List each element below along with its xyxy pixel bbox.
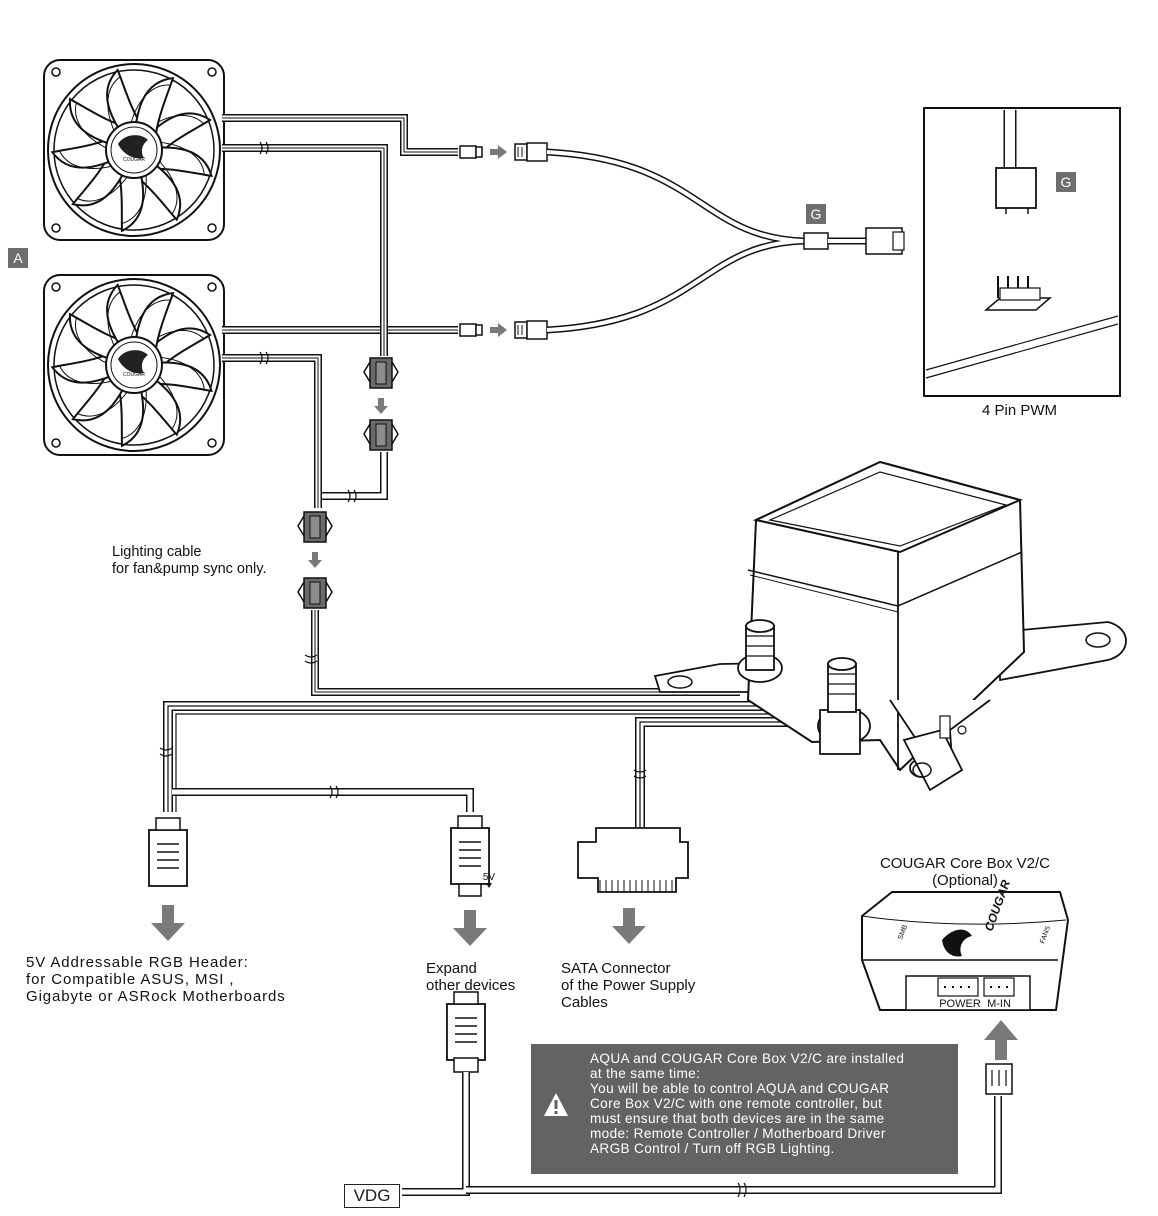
fan-connector [459,145,483,159]
lighting-connector [363,419,399,451]
rgb-header-label: 5V Addressable RGB Header: for Compatibl… [26,954,286,1005]
pwm-caption: 4 Pin PWM [982,402,1058,419]
lighting-connector [297,511,333,543]
expand-label: Expand other devices [426,960,516,994]
sata-label: SATA Connector of the Power Supply Cable… [561,960,696,1011]
pwm-inset-frame [923,107,1121,397]
arrow-down-icon [151,905,185,941]
arrow-down-icon [453,910,487,946]
lighting-connector [297,577,333,609]
port-power-label: POWER [939,998,981,1010]
arrow-right-icon [490,323,507,337]
splitter-tag: G [806,204,826,224]
notice-box: AQUA and COUGAR Core Box V2/C are instal… [531,1044,958,1174]
port-min-label: M-IN [987,998,1011,1010]
argb-extension-plug [446,991,486,1061]
arrow-up-icon [984,1020,1018,1060]
arrow-down-icon [612,908,646,944]
splitter-connector [514,142,548,162]
arrow-down-icon [374,398,388,414]
fan-icon [44,60,224,240]
inset-tag: G [1056,172,1076,192]
warning-icon [544,1093,568,1116]
core-box: POWER M-IN COUGAR SMB FANS [861,878,1070,1011]
pump-block [653,460,1127,792]
lighting-connector [363,357,399,389]
corebox-title: COUGAR Core Box V2/C (Optional) [879,855,1051,889]
fan-icon [44,275,224,455]
vdg-label: VDG [344,1184,400,1208]
five-v-label: 5V [483,872,496,883]
fan-connector [459,323,483,337]
argb-header-plug [148,817,188,887]
fan-tag: A [8,248,28,268]
arrow-down-icon [308,552,322,568]
notice-text: AQUA and COUGAR Core Box V2/C are instal… [590,1051,905,1156]
box-left-label: SMB [897,924,909,941]
splitter-connector [514,320,548,340]
arrow-right-icon [490,145,507,159]
lighting-note: Lighting cable for fan&pump sync only. [112,544,267,577]
